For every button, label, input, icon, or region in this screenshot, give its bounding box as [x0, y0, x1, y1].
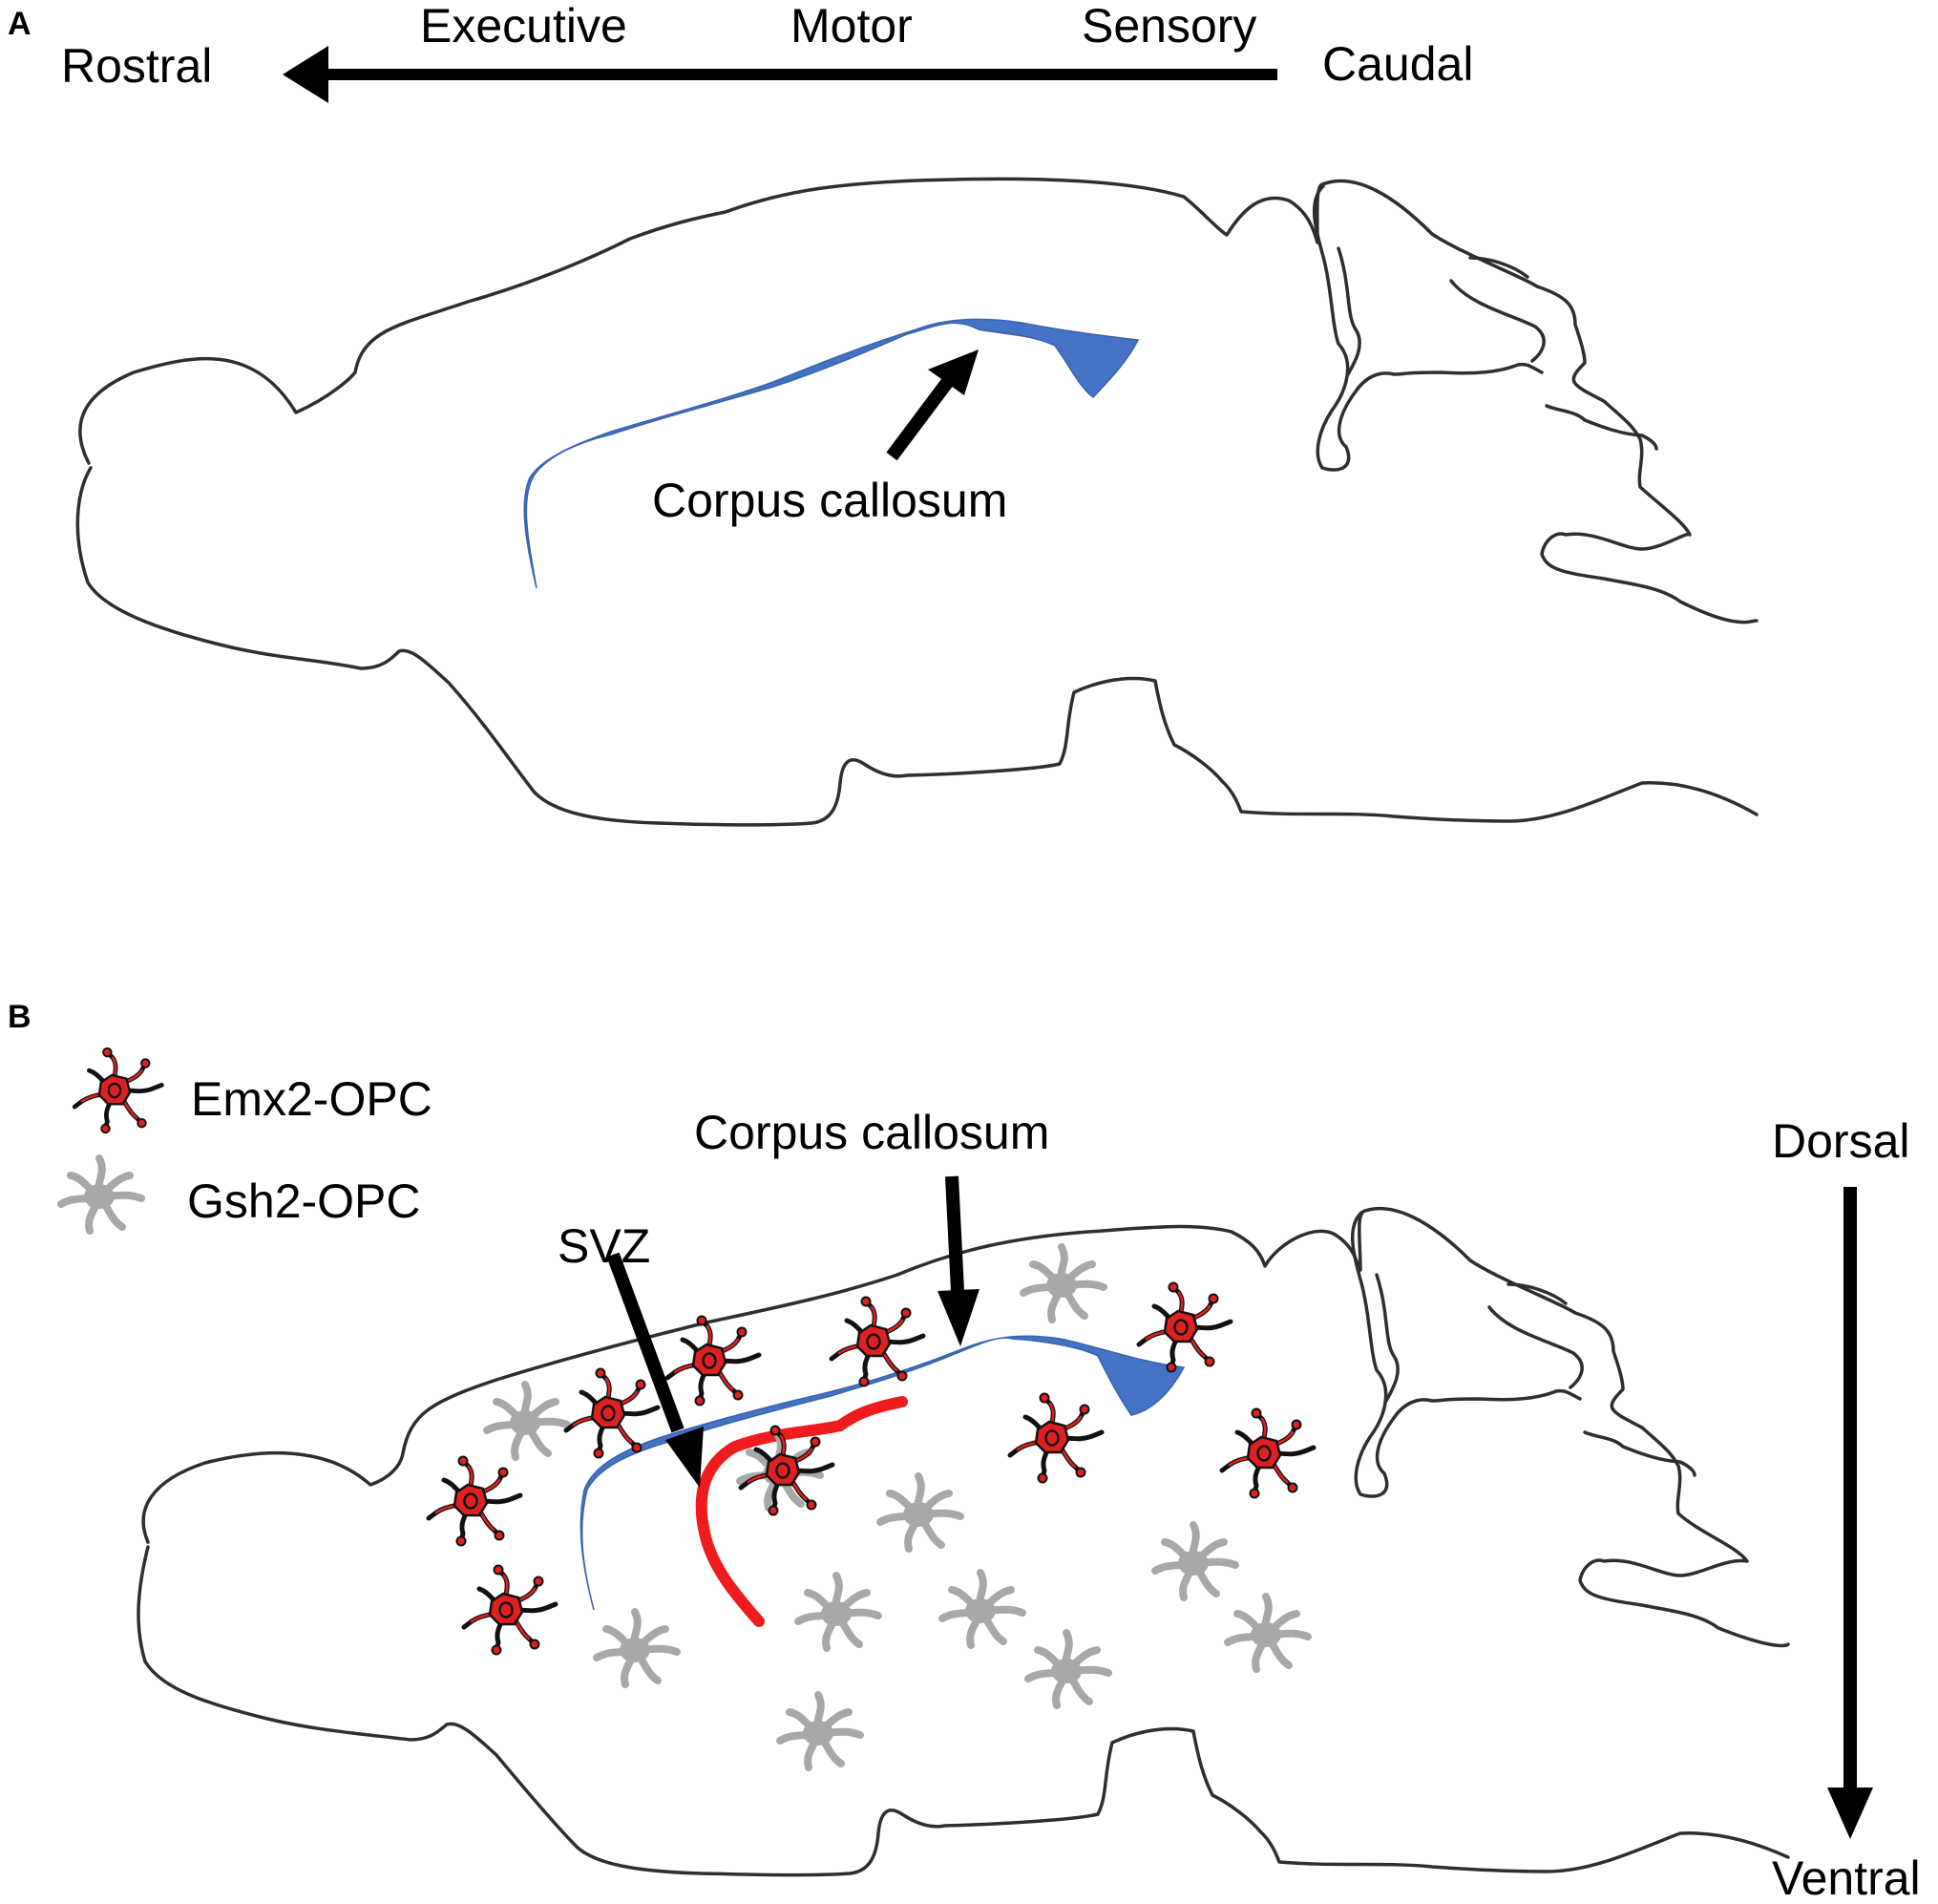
svz-arrow: [606, 1252, 704, 1488]
legend: Emx2-OPC Gsh2-OPC: [61, 1048, 432, 1231]
axis-caudal-label: Caudal: [1322, 37, 1473, 91]
gsh2-legend-label: Gsh2-OPC: [187, 1174, 421, 1228]
corpus-callosum-arrow-a: [886, 349, 979, 461]
region-executive-label: Executive: [420, 0, 627, 53]
panel-a-label: A: [8, 6, 32, 42]
corpus-callosum-label-a: Corpus callosum: [652, 474, 1007, 527]
corpus-callosum-label-b: Corpus callosum: [694, 1106, 1049, 1159]
panel-b-label: B: [8, 999, 32, 1035]
region-sensory-label: Sensory: [1082, 0, 1256, 53]
svz-line: [695, 1396, 908, 1627]
corpus-callosum-arrow-b: [937, 1175, 980, 1346]
axis-ventral-label: Ventral: [1772, 1851, 1921, 1899]
emx2-legend-icon: [74, 1048, 161, 1132]
rostral-caudal-arrow: [283, 46, 1277, 103]
svz-label: SVZ: [558, 1219, 650, 1273]
region-motor-label: Motor: [790, 0, 913, 53]
brain-outline-b: [137, 1206, 1790, 1877]
emx2-legend-label: Emx2-OPC: [191, 1072, 432, 1126]
axis-dorsal-label: Dorsal: [1772, 1114, 1909, 1168]
gsh2-legend-icon: [61, 1158, 141, 1231]
axis-rostral-label: Rostral: [61, 39, 212, 93]
brain-outline-a: [75, 177, 1759, 827]
dorsal-ventral-arrow: [1827, 1187, 1873, 1839]
